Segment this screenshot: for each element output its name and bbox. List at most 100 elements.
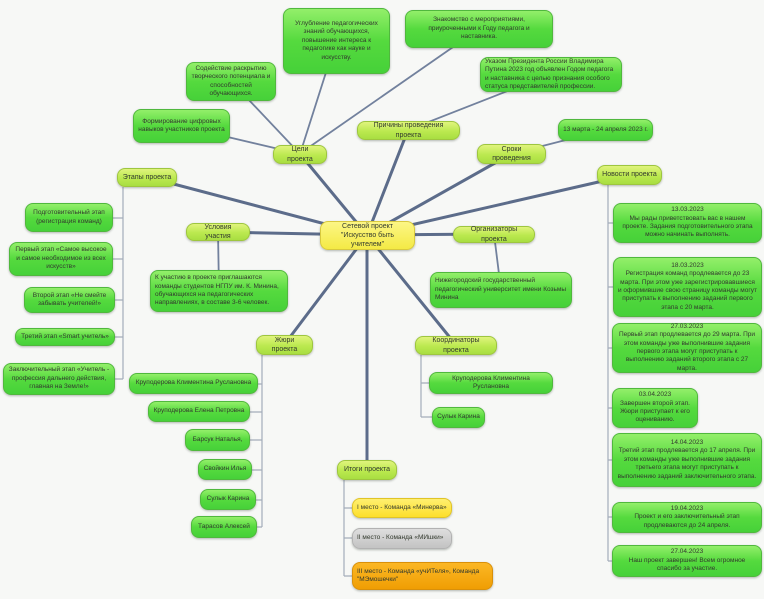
news-item-4[interactable]: 03.04.2023 Завершен второй этап. Жюри пр… xyxy=(612,388,698,428)
center-node-label: Сетевой проект "Искусство быть учителем" xyxy=(340,222,395,249)
topic-news[interactable]: Новости проекта xyxy=(597,165,662,185)
news-item-7[interactable]: 27.04.2023 Наш проект завершен! Всем огр… xyxy=(612,545,762,577)
date-item-1-label: 13 марта - 24 апреля 2023 г. xyxy=(563,125,648,133)
goal-item-3[interactable]: Содействие раскрытию творческого потенци… xyxy=(186,62,276,101)
stage-item-2-label: Первый этап «Самое высокое и самое необх… xyxy=(15,246,107,271)
news-item-1-text: Мы рады приветствовать вас в нашем проек… xyxy=(622,214,753,239)
jury-member-5-label: Сулык Карина xyxy=(206,495,250,503)
news-item-3[interactable]: 27.03.2023 Первый этап продлевается до 2… xyxy=(612,323,762,373)
stage-item-3-label: Второй этап «Не смейте забывать учителей… xyxy=(32,291,107,307)
reason-item-1[interactable]: Указом Президента России Владимира Путин… xyxy=(480,57,622,92)
result-place-2-label: II место - Команда «МИшки» xyxy=(357,534,444,542)
edges-stages-tree xyxy=(113,187,124,380)
stage-item-3[interactable]: Второй этап «Не смейте забывать учителей… xyxy=(24,287,115,313)
center-node[interactable]: Сетевой проект "Искусство быть учителем" xyxy=(320,221,415,250)
stage-item-2[interactable]: Первый этап «Самое высокое и самое необх… xyxy=(9,242,113,276)
result-place-1[interactable]: I место - Команда «Минерва» xyxy=(352,498,452,518)
jury-member-5[interactable]: Сулык Карина xyxy=(200,489,256,510)
topic-results-label: Итоги проекта xyxy=(343,466,391,474)
jury-member-1[interactable]: Круподерова Климентина Руслановна xyxy=(129,373,258,394)
coordinator-member-1[interactable]: Круподерова Климентина Руслановна xyxy=(429,372,553,394)
jury-member-4[interactable]: Свойкин Илья xyxy=(198,459,252,480)
topic-dates-label: Сроки проведения xyxy=(492,145,531,162)
jury-member-3-label: Барсук Наталья, xyxy=(192,435,243,443)
news-item-6-text: Проект и его заключительный этап продлев… xyxy=(634,513,740,529)
result-place-3[interactable]: III место - Команда «учИТеля», Команда "… xyxy=(352,562,493,590)
edge-center-jury xyxy=(282,233,369,347)
jury-member-1-label: Круподерова Климентина Руслановна xyxy=(135,379,252,387)
goal-item-1-label: Углубление педагогических знаний обучающ… xyxy=(295,19,378,61)
stage-item-5-label: Заключительный этап «Учитель - профессия… xyxy=(8,366,110,391)
topic-dates[interactable]: Сроки проведения xyxy=(477,144,546,164)
news-item-3-text: Первый этап продлевается до 29 марта. Пр… xyxy=(618,331,756,372)
topic-organizers-label: Организаторы проекта xyxy=(470,226,518,243)
topic-jury-label: Жюри проекта xyxy=(271,336,298,353)
news-item-4-date: 03.04.2023 xyxy=(638,391,672,399)
goal-item-4-label: Формирование цифровых навыков участников… xyxy=(138,117,225,133)
topic-conditions[interactable]: Условия участия xyxy=(186,223,250,241)
jury-member-2[interactable]: Круподерова Елена Петровна xyxy=(148,401,250,422)
news-item-5[interactable]: 14.04.2023 Третий этап продлевается до 1… xyxy=(612,433,762,487)
goal-item-2-label: Знакомство с мероприятиями, приуроченным… xyxy=(428,16,530,41)
news-item-6-date: 19.04.2023 xyxy=(670,504,704,512)
conditions-item-1[interactable]: К участию в проекте приглашаются команды… xyxy=(150,270,288,312)
topic-reasons-label: Причины проведения проекта xyxy=(373,122,444,139)
news-item-7-text: Наш проект завершен! Всем огромное спаси… xyxy=(628,556,746,573)
jury-member-3[interactable]: Барсук Наталья, xyxy=(185,429,250,451)
news-item-1-date: 13.03.2023 xyxy=(671,206,704,214)
news-item-5-text: Третий этап продлевается до 17 апреля. П… xyxy=(617,447,757,480)
topic-reasons[interactable]: Причины проведения проекта xyxy=(357,121,460,140)
news-item-6[interactable]: 19.04.2023 Проект и его заключительный э… xyxy=(612,502,762,533)
goal-item-3-label: Содействие раскрытию творческого потенци… xyxy=(191,64,271,97)
result-place-1-label: I место - Команда «Минерва» xyxy=(357,503,447,511)
edges-jury-tree xyxy=(250,355,263,528)
topic-goals-label: Цели проекта xyxy=(287,146,313,163)
news-item-1[interactable]: 13.03.2023 Мы рады приветствовать вас в … xyxy=(613,203,762,243)
stage-item-4[interactable]: Третий этап «Smart учитель» xyxy=(15,328,115,346)
organizer-item-1[interactable]: Нижегородский государственный педагогиче… xyxy=(430,272,572,308)
organizer-item-1-label: Нижегородский государственный педагогиче… xyxy=(435,277,567,302)
topic-coordinators-label: Координаторы проекта xyxy=(432,337,480,354)
stage-item-4-label: Третий этап «Smart учитель» xyxy=(21,332,109,340)
stage-item-5[interactable]: Заключительный этап «Учитель - профессия… xyxy=(3,363,115,395)
topic-news-label: Новости проекта xyxy=(602,171,657,179)
topic-stages-label: Этапы проекта xyxy=(122,173,172,181)
edge-center-coordinators xyxy=(365,233,458,347)
news-item-2-date: 18.03.2023 xyxy=(671,261,704,269)
edges-results-tree xyxy=(343,480,352,577)
topic-results[interactable]: Итоги проекта xyxy=(337,460,397,480)
goal-item-4[interactable]: Формирование цифровых навыков участников… xyxy=(133,109,230,143)
result-place-2[interactable]: II место - Команда «МИшки» xyxy=(352,528,452,549)
coordinator-member-1-label: Круподерова Климентина Руслановна xyxy=(452,374,530,390)
news-item-3-date: 27.03.2023 xyxy=(670,322,704,330)
goal-item-1[interactable]: Углубление педагогических знаний обучающ… xyxy=(283,8,390,74)
topic-jury[interactable]: Жюри проекта xyxy=(256,335,313,355)
edge-goals-item2 xyxy=(304,28,480,151)
topic-coordinators[interactable]: Координаторы проекта xyxy=(415,336,497,355)
stage-item-1[interactable]: Подготовительный этап (регистрация коман… xyxy=(25,203,113,232)
coordinator-member-2-label: Сулык Карина xyxy=(437,413,480,421)
news-item-5-date: 14.04.2023 xyxy=(670,438,704,446)
jury-member-6[interactable]: Тарасов Алексей xyxy=(191,516,257,538)
coordinator-member-2[interactable]: Сулык Карина xyxy=(432,407,485,428)
topic-organizers[interactable]: Организаторы проекта xyxy=(453,226,535,243)
reason-item-1-label: Указом Президента России Владимира Путин… xyxy=(485,57,614,90)
result-place-3-label: III место - Команда «учИТеля», Команда "… xyxy=(357,567,480,583)
topic-stages[interactable]: Этапы проекта xyxy=(117,168,177,187)
news-item-4-text: Завершен второй этап. Жюри приступает к … xyxy=(620,399,690,424)
jury-member-2-label: Круподерова Елена Петровна xyxy=(153,407,245,415)
goal-item-2[interactable]: Знакомство с мероприятиями, приуроченным… xyxy=(405,10,553,48)
topic-goals[interactable]: Цели проекта xyxy=(273,145,327,164)
edges-coordinators-tree xyxy=(420,355,432,418)
conditions-item-1-label: К участию в проекте приглашаются команды… xyxy=(155,274,279,307)
topic-conditions-label: Условия участия xyxy=(204,223,232,240)
edges-news-tree xyxy=(607,185,613,562)
stage-item-1-label: Подготовительный этап (регистрация коман… xyxy=(33,209,105,225)
news-item-2[interactable]: 18.03.2023 Регистрация команд продлевает… xyxy=(613,257,762,317)
news-item-7-date: 27.04.2023 xyxy=(670,548,704,556)
edge-center-reasons xyxy=(365,128,410,237)
date-item-1[interactable]: 13 марта - 24 апреля 2023 г. xyxy=(558,119,653,141)
jury-member-4-label: Свойкин Илья xyxy=(203,465,247,473)
news-item-2-text: Регистрация команд продлевается до 23 ма… xyxy=(618,270,757,311)
